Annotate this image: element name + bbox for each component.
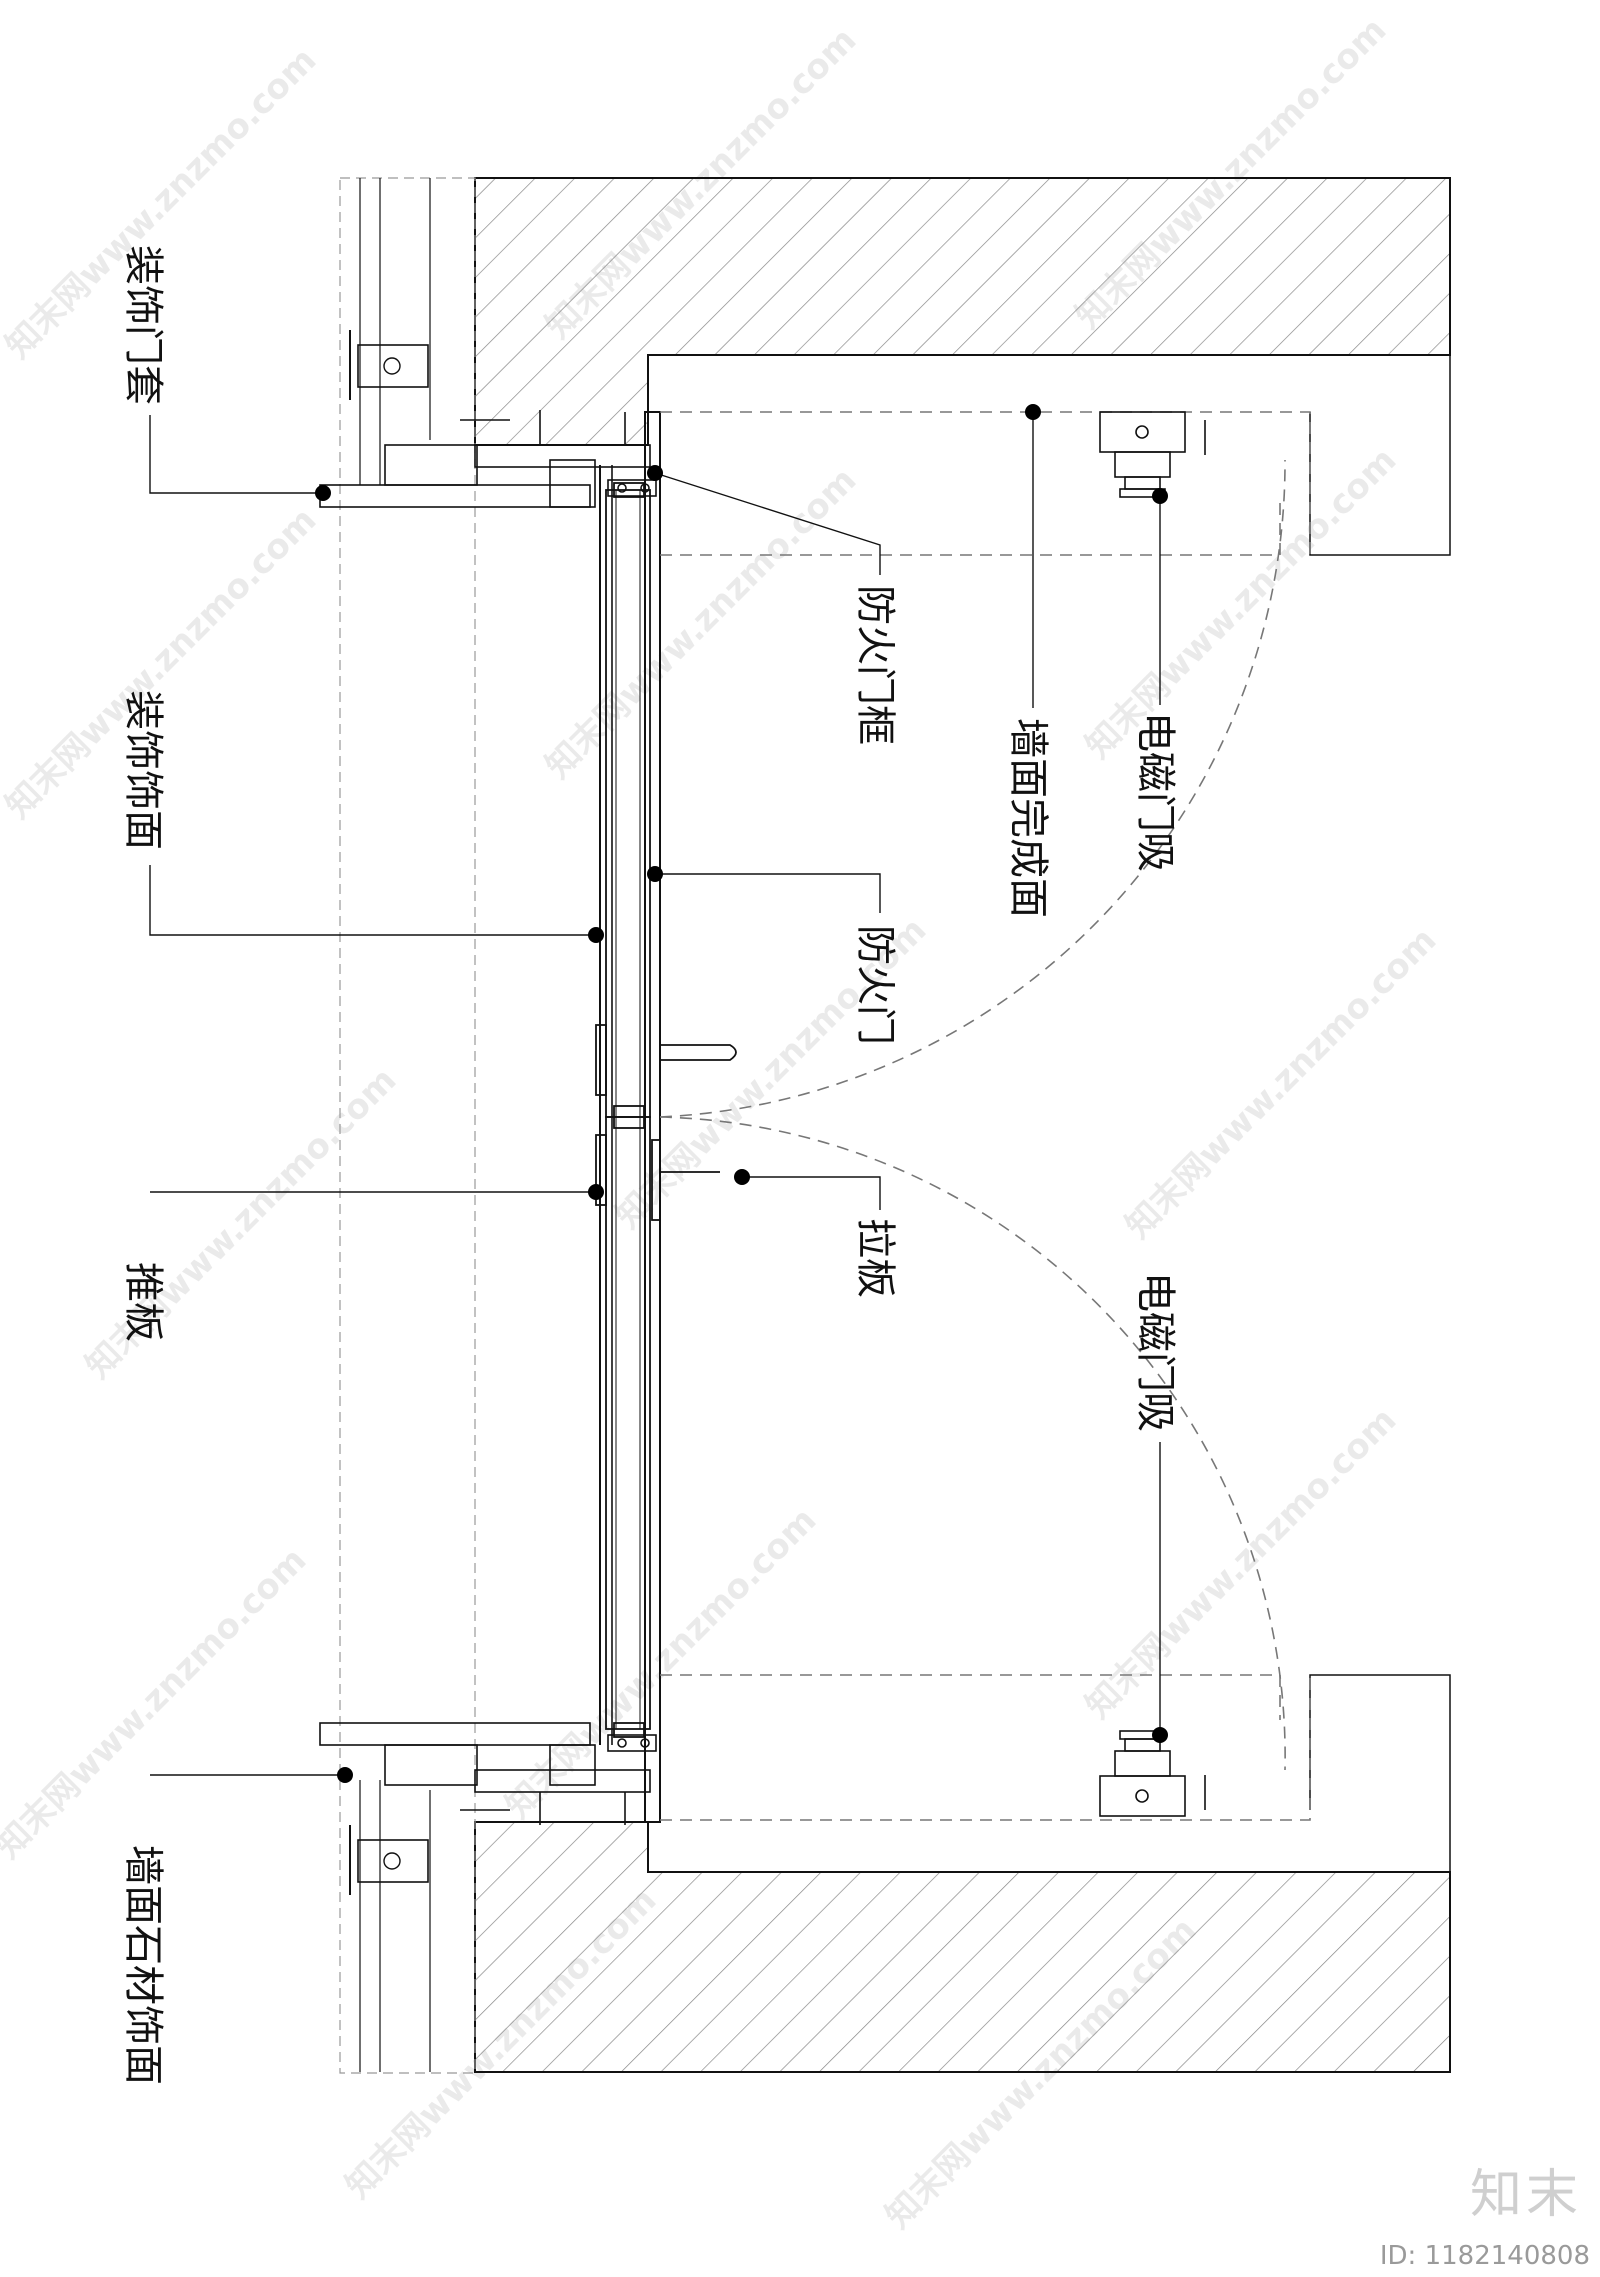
door-leaves [595,482,737,1738]
electromagnetic-holder-top [1099,411,1206,498]
stone-cladding [339,177,476,2074]
label-pull-plate: 拉板 [852,1218,898,1298]
label-fire-door-frame: 防火门框 [852,585,898,745]
label-finished-wall-face: 墙面完成面 [1005,718,1051,918]
bottom-door-casing [319,1117,657,1825]
label-wall-stone-finish: 墙面石材饰面 [120,1845,166,2085]
watermark-text: 知末网www.znzmo.com [0,1540,314,1866]
finished-wall-line [1309,355,1451,1872]
bottom-wall [474,1821,1451,2073]
top-wall [474,177,1451,446]
label-decor-finish: 装饰饰面 [120,690,166,850]
watermark-text: 知末网www.znzmo.com [1078,1400,1404,1726]
watermark-text: 知末网www.znzmo.com [498,1500,824,1826]
watermark-text: 知末网www.znzmo.com [1118,920,1444,1246]
watermark-text: 知末网www.znzmo.com [538,460,864,786]
top-door-casing [319,410,657,1117]
leader-lines [149,412,1161,1776]
label-electromagnetic-holder-top: 电磁门吸 [1132,712,1178,872]
leader-dots [315,404,1168,1783]
electromagnetic-holder-bottom [1099,1730,1206,1817]
label-decor-door-casing: 装饰门套 [120,245,166,405]
door-swing [659,411,1311,1821]
label-electromagnetic-holder-bottom: 电磁门吸 [1132,1272,1178,1432]
image-id: ID: 1182140808 [1379,2241,1590,2271]
label-fire-door: 防火门 [852,925,898,1045]
brand-logo: 知末 [1469,2165,1582,2225]
label-push-plate: 推板 [120,1262,166,1342]
